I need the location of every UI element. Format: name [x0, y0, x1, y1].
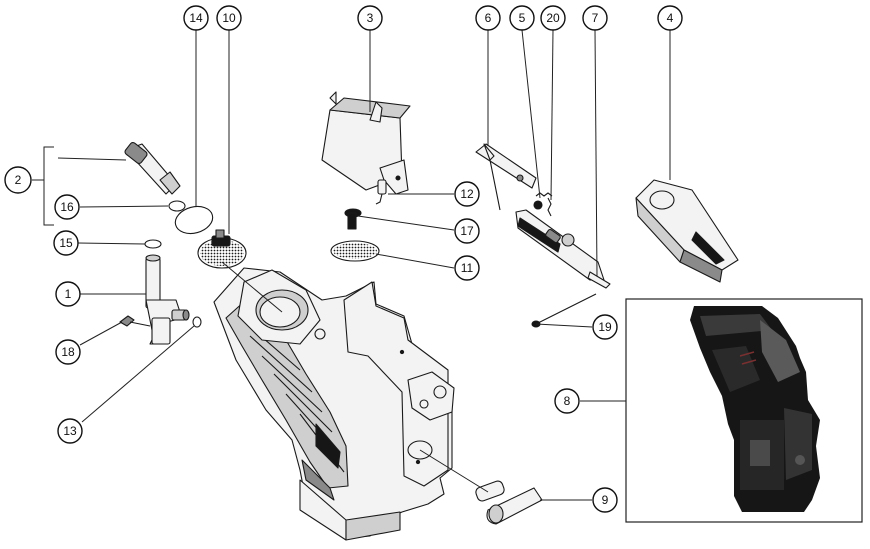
callout-12-label: 12 — [460, 187, 474, 201]
part-5-spring — [533, 192, 553, 210]
callout-1: 1 — [55, 281, 81, 307]
part-2-assembly — [124, 141, 181, 195]
callout-14: 14 — [183, 5, 209, 31]
part-18-screw — [119, 315, 151, 327]
callout-18: 18 — [55, 339, 81, 365]
part-13-o-ring — [192, 316, 202, 328]
part-3-housing — [321, 91, 411, 195]
part-9-handle — [475, 480, 543, 525]
part-6-lever — [475, 143, 537, 211]
callout-16-label: 16 — [60, 200, 74, 214]
callout-10: 10 — [216, 5, 242, 31]
part-17-bolt — [344, 208, 362, 230]
main-frame — [213, 267, 455, 541]
callout-13-label: 13 — [63, 424, 77, 438]
callout-3-label: 3 — [367, 11, 374, 25]
callout-14-label: 14 — [189, 11, 203, 25]
callout-9: 9 — [592, 487, 618, 513]
callout-4-label: 4 — [667, 11, 674, 25]
callout-9-label: 9 — [602, 493, 609, 507]
inset-part-8 — [625, 298, 863, 523]
part-20-spring — [547, 197, 552, 217]
part-7-bracket — [515, 209, 611, 289]
callout-20-label: 20 — [546, 11, 560, 25]
callout-10-label: 10 — [222, 11, 236, 25]
callout-17-label: 17 — [460, 224, 474, 238]
part-16-o-ring — [168, 200, 186, 212]
callout-5-label: 5 — [519, 11, 526, 25]
callout-4: 4 — [657, 5, 683, 31]
callout-17: 17 — [454, 218, 480, 244]
callout-12: 12 — [454, 181, 480, 207]
callout-18-label: 18 — [61, 345, 75, 359]
callout-19-label: 19 — [598, 320, 612, 334]
callout-6: 6 — [475, 5, 501, 31]
callout-11-label: 11 — [461, 261, 474, 275]
callout-7: 7 — [582, 5, 608, 31]
callout-15-label: 15 — [59, 236, 73, 250]
callout-6-label: 6 — [485, 11, 492, 25]
part-11-screen — [330, 240, 380, 262]
callout-8-label: 8 — [564, 394, 571, 408]
callout-5: 5 — [509, 5, 535, 31]
part-10-filter-disc — [197, 229, 247, 269]
callout-7-label: 7 — [592, 11, 599, 25]
callout-11: 11 — [454, 255, 480, 281]
leader-lines — [32, 29, 671, 501]
part-15-o-ring — [144, 239, 162, 249]
part-14-gasket — [174, 205, 214, 235]
callout-3: 3 — [357, 5, 383, 31]
callout-13: 13 — [57, 418, 83, 444]
part-1-fitting — [145, 254, 190, 345]
part-4-wedge-block — [635, 179, 739, 283]
callout-16: 16 — [54, 194, 80, 220]
callout-19: 19 — [592, 314, 618, 340]
callout-2: 2 — [4, 166, 32, 194]
callout-8: 8 — [554, 388, 580, 414]
part-12-clip — [375, 179, 387, 205]
callout-20: 20 — [540, 5, 566, 31]
part-19-pin — [531, 293, 597, 328]
callout-1-label: 1 — [65, 287, 72, 301]
callout-15: 15 — [53, 230, 79, 256]
callout-2-label: 2 — [15, 173, 22, 187]
